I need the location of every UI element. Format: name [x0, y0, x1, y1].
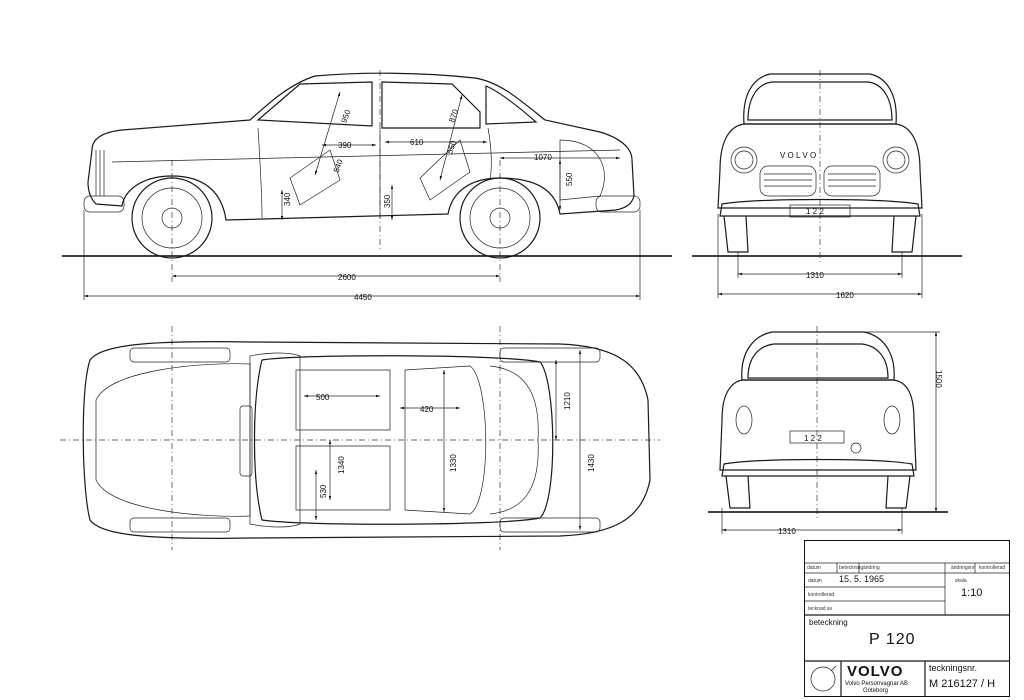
rear-plate: 1 2 2	[804, 434, 822, 443]
hdr-andringsnr: ändringsnr	[951, 565, 975, 571]
rear-view	[708, 326, 948, 534]
scale-value: 1:10	[961, 587, 983, 599]
brand-name: VOLVO	[847, 663, 904, 680]
drawing-no-label: teckningsnr.	[929, 663, 978, 673]
title-block-grid	[805, 562, 1009, 696]
dim-overall-length: 4450	[354, 293, 372, 302]
hdr-andring: ändring	[863, 565, 880, 571]
kontrollerad-label: kontrollerad	[808, 592, 835, 598]
dim-420: 420	[420, 405, 434, 414]
top-view	[60, 326, 660, 550]
company-line2: Göteborg	[863, 688, 889, 694]
dim-front-track: 1310	[806, 271, 824, 280]
dim-1430: 1430	[587, 454, 596, 472]
dim-550a: 550	[445, 139, 458, 155]
dim-1340: 1340	[337, 456, 346, 474]
drawing-no-value: M 216127 / H	[929, 678, 996, 690]
dim-610: 610	[410, 138, 424, 147]
ritad-label: tecknad av	[808, 606, 833, 612]
dim-front-width: 1620	[836, 291, 854, 300]
dim-1070: 1070	[534, 153, 552, 162]
title-block: datum beteckning ändring ändringsnr kont…	[804, 540, 1010, 697]
dim-340: 340	[283, 192, 292, 206]
volvo-logo-icon	[810, 665, 837, 692]
front-view	[692, 70, 962, 298]
dim-550b: 550	[565, 172, 574, 186]
side-view	[62, 70, 672, 300]
dim-390: 390	[338, 141, 352, 150]
front-plate: 1 2 2	[806, 207, 824, 216]
dim-wheelbase: 2600	[338, 273, 356, 282]
company-line1: Volvo Personvagnar AB	[845, 681, 909, 687]
dim-1330: 1330	[449, 454, 458, 472]
scale-label: skala	[955, 578, 967, 584]
hdr-beteckning: beteckning	[839, 565, 864, 571]
hdr-kontrollerad: kontrollerad	[979, 565, 1006, 571]
front-badge: V O L V O	[780, 151, 816, 160]
beteckning-label: beteckning	[809, 618, 848, 627]
dim-540: 540	[332, 158, 345, 174]
dim-950: 950	[340, 108, 353, 124]
model-name: P 120	[869, 631, 916, 648]
dim-1210: 1210	[563, 392, 572, 410]
dim-rear-height: 1500	[934, 370, 943, 388]
dim-500: 500	[316, 393, 330, 402]
datum-label: datum	[808, 578, 822, 584]
hdr-datum: datum	[807, 565, 821, 571]
datum-value: 15. 5. 1965	[839, 574, 885, 584]
dim-rear-track: 1310	[778, 527, 796, 536]
dim-870: 870	[447, 108, 460, 124]
dim-530: 530	[319, 484, 328, 498]
dim-350: 350	[383, 194, 392, 208]
